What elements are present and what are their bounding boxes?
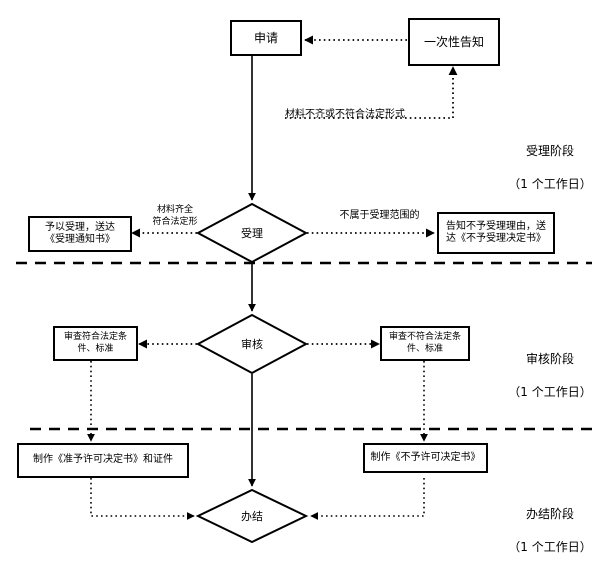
edge-label-out-of-scope-text: 不属于受理范围的 <box>339 209 420 221</box>
edge-label-materials-complete-text: 材料齐全 符合法定形 <box>152 205 198 227</box>
stage-label-complete-duration: （1 个工作日） <box>508 540 592 555</box>
edge-incomplete-materials-path <box>285 66 458 119</box>
node-review-fail-label: 审查不符合法定条 件、标准 <box>388 332 461 354</box>
node-deny-doc[interactable]: 制作《不予许可决定书》 <box>363 443 488 473</box>
edge-grant-to-complete <box>90 478 195 520</box>
stage-label-review: 审核阶段 （1 个工作日） <box>498 334 602 418</box>
stage-label-complete: 办结阶段 （1 个工作日） <box>498 489 602 564</box>
stage-label-accept-duration: （1 个工作日） <box>508 177 592 192</box>
edge-label-materials-complete: 材料齐全 符合法定形 <box>134 194 216 228</box>
complete-diamond-shape <box>195 488 309 544</box>
node-review-fail[interactable]: 审查不符合法定条 件、标准 <box>380 326 470 361</box>
node-grant-doc-label: 制作《准予许可决定书》和证件 <box>33 454 173 466</box>
stage-label-accept-name: 受理阶段 <box>525 143 574 158</box>
node-accept-no-label: 告知不予受理理由，送 达《不予受理决定书》 <box>446 220 546 245</box>
stage-label-review-name: 审核阶段 <box>525 351 574 366</box>
node-apply[interactable]: 申请 <box>230 20 302 56</box>
stage-label-accept: 受理阶段 （1 个工作日） <box>498 126 602 210</box>
node-review-pass[interactable]: 审查符合法定条 件、标准 <box>53 326 138 361</box>
node-deny-doc-label: 制作《不予许可决定书》 <box>370 451 481 463</box>
node-accept-yes-label: 予以受理，送达 《受理通知书》 <box>45 221 115 246</box>
edge-deny-to-complete <box>310 478 425 520</box>
node-apply-label: 申请 <box>253 30 278 45</box>
node-grant-doc[interactable]: 制作《准予许可决定书》和证件 <box>17 443 189 478</box>
stage-label-review-duration: （1 个工作日） <box>508 385 592 400</box>
stage-label-complete-name: 办结阶段 <box>525 506 574 521</box>
node-one-time-notice-label: 一次性告知 <box>423 34 484 49</box>
node-review-pass-label: 审查符合法定条 件、标准 <box>63 332 127 354</box>
review-diamond-shape <box>195 313 309 375</box>
node-one-time-notice[interactable]: 一次性告知 <box>408 18 500 66</box>
edge-label-out-of-scope: 不属于受理范围的 <box>322 197 437 222</box>
node-accept-yes[interactable]: 予以受理，送达 《受理通知书》 <box>28 216 132 252</box>
edge-label-incomplete-materials: 材料不齐或不符合法定形式 <box>285 96 455 121</box>
edge-label-incomplete-materials-text: 材料不齐或不符合法定形式 <box>285 108 405 120</box>
node-accept-no[interactable]: 告知不予受理理由，送 达《不予受理决定书》 <box>437 212 555 254</box>
